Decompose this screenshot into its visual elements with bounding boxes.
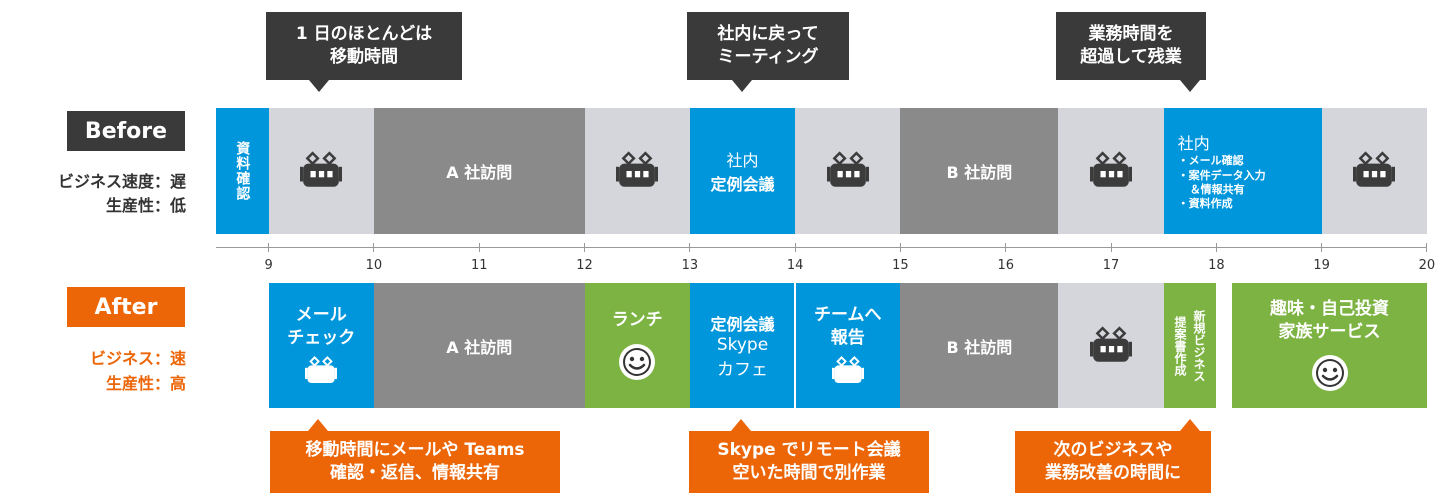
axis-tick — [1110, 243, 1112, 252]
segment-vertical-label: 提案書作成 — [1173, 315, 1187, 376]
axis-tick-label: 9 — [264, 258, 273, 273]
segment-list-item: ・メール確認 — [1177, 154, 1244, 168]
after-segment: B 社訪問 — [900, 283, 1059, 408]
train-icon — [1090, 150, 1133, 192]
callout-arrow-meeting — [732, 80, 752, 92]
axis-tick — [1005, 243, 1007, 252]
after-segment: 新規ビジネス提案書作成 — [1163, 283, 1217, 408]
segment-divider — [794, 283, 797, 408]
segment-label: A 社訪問 — [446, 163, 513, 182]
segment-label: 定例会議 — [710, 175, 775, 194]
callout-skype-remote: Skype でリモート会議 空いた時間で別作業 — [689, 431, 929, 493]
axis-tick — [584, 243, 586, 252]
segment-subtitle: 社内 — [726, 151, 759, 170]
after-label: After — [67, 287, 185, 327]
axis-tick-label: 10 — [365, 258, 383, 273]
before-segment: 社内定例会議 — [689, 108, 796, 234]
segment-label: 定例会議 — [710, 315, 775, 334]
before-segment — [584, 108, 690, 234]
callout-next-business: 次のビジネスや 業務改善の時間に — [1015, 431, 1211, 493]
callout-mail-teams: 移動時間にメールや Teams 確認・返信、情報共有 — [270, 431, 560, 493]
after-productivity: 生産性：高 — [105, 374, 186, 393]
axis-tick-label: 16 — [997, 258, 1015, 273]
axis-tick-label: 14 — [786, 258, 804, 273]
after-segment: A 社訪問 — [373, 283, 585, 408]
axis-tick — [689, 243, 691, 252]
axis-tick-label: 13 — [681, 258, 699, 273]
after-segment: 趣味・自己投資 家族サービス — [1232, 283, 1427, 408]
axis-tick — [1321, 243, 1323, 252]
smile-icon — [1310, 353, 1350, 393]
segment-list-item: ・資料作成 — [1177, 197, 1233, 211]
axis-tick — [373, 243, 375, 252]
train-icon — [616, 150, 659, 192]
axis-tick — [1215, 243, 1217, 252]
after-segment: メール チェック — [268, 283, 374, 408]
before-segment — [1321, 108, 1427, 234]
axis-tick-label: 15 — [892, 258, 909, 273]
callout-arrow-next-business — [1180, 419, 1200, 431]
segment-label: メール チェック — [287, 304, 356, 348]
segment-label: 趣味・自己投資 家族サービス — [1270, 298, 1390, 342]
after-segment: ランチ — [584, 283, 690, 408]
callout-overtime: 業務時間を 超過して残業 — [1056, 12, 1206, 80]
callout-arrow-skype — [731, 419, 751, 431]
axis-tick-label: 17 — [1102, 258, 1120, 273]
callout-travel-time: 1 日のほとんどは 移動時間 — [266, 12, 462, 80]
train-icon — [1353, 150, 1396, 192]
before-segment: 社内・メール確認・案件データ入力＆情報共有・資料作成 — [1163, 108, 1322, 234]
axis-tick — [794, 243, 796, 252]
axis-tick — [478, 243, 480, 252]
segment-subtitle: カフェ — [716, 360, 768, 380]
axis-tick-label: 19 — [1313, 258, 1330, 273]
train-icon — [831, 355, 864, 387]
before-segment — [795, 108, 901, 234]
callout-return-meeting: 社内に戻って ミーティング — [687, 12, 849, 80]
train-icon — [300, 150, 343, 192]
segment-list-item: ・案件データ入力 — [1177, 168, 1266, 182]
train-icon — [305, 355, 338, 387]
segment-vertical-label: 新規ビジネス — [1192, 309, 1206, 382]
axis-line — [216, 247, 1427, 248]
train-icon — [1090, 325, 1133, 367]
axis-tick-label: 11 — [470, 258, 488, 273]
segment-vertical-label: 資料確認 — [234, 141, 251, 201]
before-segment: A 社訪問 — [373, 108, 585, 234]
segment-subtitle: Skype — [716, 335, 769, 355]
before-segment — [268, 108, 374, 234]
callout-arrow-travel — [309, 80, 329, 92]
before-segment: 資料確認 — [216, 108, 269, 234]
after-segment: チームへ 報告 — [795, 283, 901, 408]
smile-icon — [617, 342, 657, 382]
axis-tick-label: 18 — [1208, 258, 1225, 273]
axis-tick-label: 20 — [1418, 258, 1436, 273]
axis-tick — [268, 243, 270, 252]
callout-arrow-mail — [308, 419, 328, 431]
before-business-speed: ビジネス速度：遅 — [57, 172, 186, 191]
segment-label: A 社訪問 — [446, 337, 513, 357]
before-segment — [1058, 108, 1164, 234]
segment-label: チームへ 報告 — [814, 304, 882, 348]
segment-label: B 社訪問 — [946, 337, 1013, 357]
axis-tick — [1426, 243, 1428, 252]
before-productivity: 生産性：低 — [105, 196, 186, 215]
after-segment — [1058, 283, 1164, 408]
after-business-speed: ビジネス：速 — [89, 349, 186, 368]
segment-label: B 社訪問 — [946, 163, 1013, 182]
callout-arrow-overtime — [1180, 80, 1200, 92]
axis-tick — [899, 243, 901, 252]
segment-label: ランチ — [611, 310, 663, 331]
segment-title: 社内 — [1177, 134, 1210, 154]
segment-list-item: ＆情報共有 — [1189, 183, 1245, 196]
before-label: Before — [67, 111, 185, 151]
before-segment: B 社訪問 — [900, 108, 1059, 234]
train-icon — [826, 150, 869, 192]
axis-tick-label: 12 — [576, 258, 593, 273]
